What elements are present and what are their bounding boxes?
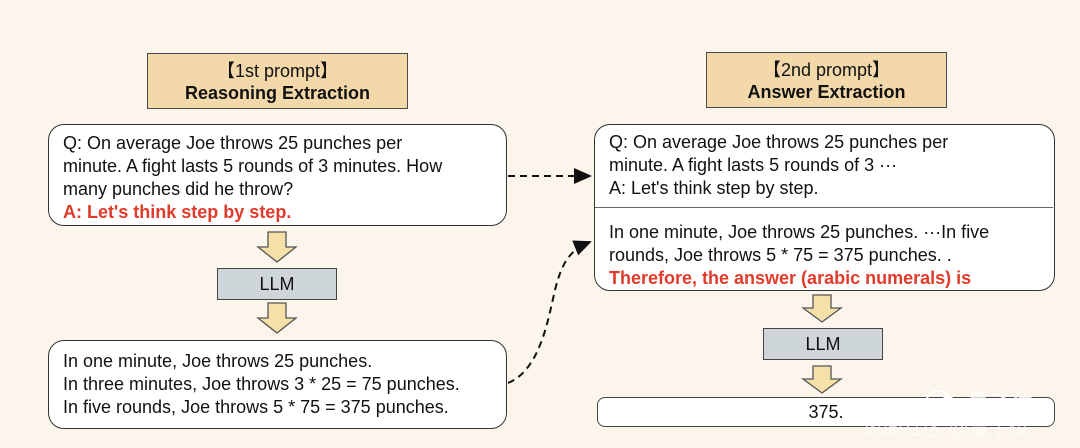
first-prompt-title: 【1st prompt】 <box>216 61 339 81</box>
second-prompt-question: Q: On average Joe throws 25 punches per … <box>609 131 948 200</box>
down-arrow-icon <box>801 294 843 323</box>
question-line: many punches did he throw? <box>63 179 294 199</box>
llm-label: LLM <box>259 274 295 294</box>
llm-box-second: LLM <box>763 328 883 360</box>
prompt-line: rounds, Joe throws 5 * 75 = 375 punches.… <box>609 245 952 265</box>
first-prompt-header: 【1st prompt】 Reasoning Extraction <box>147 53 408 109</box>
answer-trigger-text: Therefore, the answer (arabic numerals) … <box>609 268 972 288</box>
question-line: minute. A fight lasts 5 rounds of 3 minu… <box>63 156 443 176</box>
llm-box-first: LLM <box>217 268 337 300</box>
reasoning-trigger-text: A: Let's think step by step. <box>63 202 292 222</box>
llm-label: LLM <box>805 334 841 354</box>
reasoning-extraction-title: Reasoning Extraction <box>184 83 371 103</box>
watermark-source: 风闻社区 @量子位 <box>863 418 1029 440</box>
down-arrow-icon <box>256 231 298 263</box>
second-prompt-box: Q: On average Joe throws 25 punches per … <box>594 124 1055 291</box>
prompt-line: A: Let's think step by step. <box>609 178 819 198</box>
wechat-icon <box>926 390 958 414</box>
answer-extraction-title: Answer Extraction <box>747 82 906 102</box>
output-line: In three minutes, Joe throws 3 * 25 = 75… <box>63 374 460 394</box>
dashed-arrow-output-to-second-prompt <box>507 240 592 384</box>
question-box: Q: On average Joe throws 25 punches per … <box>48 124 507 226</box>
second-prompt-reasoning: In one minute, Joe throws 25 punches. ··… <box>609 221 989 290</box>
output-line: In one minute, Joe throws 25 punches. <box>63 351 373 371</box>
prompt-line: In one minute, Joe throws 25 punches. ··… <box>609 222 990 242</box>
reasoning-output-box: In one minute, Joe throws 25 punches. In… <box>48 340 507 429</box>
down-arrow-icon <box>801 365 843 394</box>
watermark-brand: 量子位 <box>967 391 1034 416</box>
prompt-line: minute. A fight lasts 5 rounds of 3 ··· <box>609 155 898 175</box>
final-answer: 375. <box>808 402 844 422</box>
down-arrow-icon <box>256 302 298 334</box>
second-prompt-title: 【2nd prompt】 <box>762 60 891 80</box>
question-line: Q: On average Joe throws 25 punches per <box>63 133 403 153</box>
prompt-line: Q: On average Joe throws 25 punches per <box>609 132 949 152</box>
watermark: 量子位 风闻社区 @量子位 <box>863 384 1075 444</box>
second-prompt-header: 【2nd prompt】 Answer Extraction <box>706 52 947 108</box>
prompt-divider <box>595 207 1053 208</box>
final-answer-box: 375. <box>597 397 1055 427</box>
output-line: In five rounds, Joe throws 5 * 75 = 375 … <box>63 397 449 417</box>
